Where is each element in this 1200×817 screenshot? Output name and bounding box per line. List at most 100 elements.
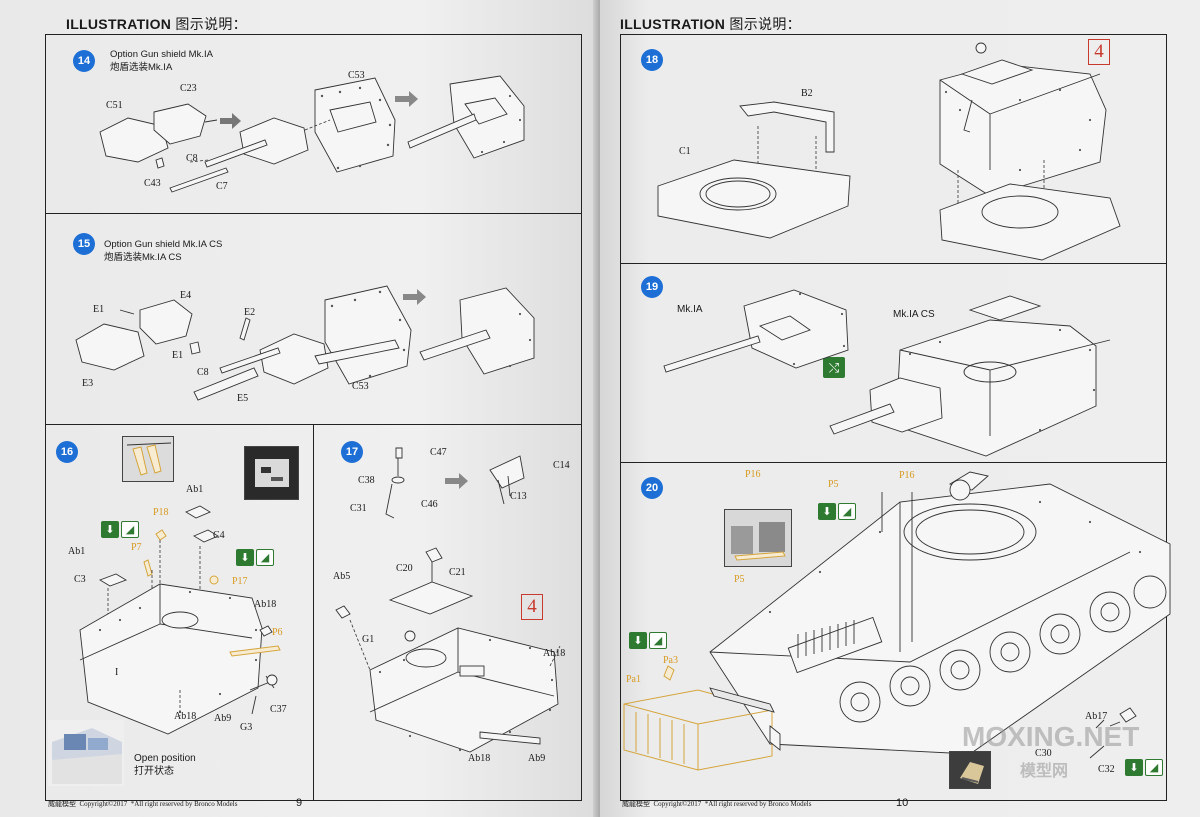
step19-drawing	[663, 289, 1111, 457]
c43-part	[155, 157, 165, 169]
c53-shield-plate	[314, 77, 396, 173]
label-c3: C3	[74, 574, 86, 585]
label-c21: C21	[449, 567, 466, 578]
tank-turret-ring	[903, 503, 1037, 561]
left-page-header: ILLUSTRATION 图示说明：	[66, 14, 247, 34]
label-ab5: Ab5	[333, 571, 351, 582]
open-position-photo	[48, 720, 124, 786]
label-c23: C23	[180, 83, 197, 94]
step-badge-16: 16	[56, 441, 78, 463]
label-c1: C1	[679, 146, 691, 157]
label-ab1-top: Ab1	[186, 484, 204, 495]
label-e5: E5	[237, 393, 249, 404]
label-c20: C20	[396, 563, 413, 574]
step15-caption: Option Gun shield Mk.IA CS 炮盾选装Mk.IA CS	[104, 238, 222, 264]
header-title-right: ILLUSTRATION	[620, 16, 726, 32]
label-g1: G1	[362, 634, 375, 645]
label-mk-ia-cs: Mk.IA CS	[893, 309, 935, 320]
label-c32: C32	[1098, 764, 1115, 775]
label-c46: C46	[421, 499, 438, 510]
c8-barrel-cs	[219, 347, 281, 374]
header-title-cn-right: 图示说明：	[729, 16, 801, 32]
step-badge-14: 14	[73, 50, 95, 72]
insert-arrow-icon: ⬇	[629, 632, 647, 649]
label-e2: E2	[244, 307, 256, 318]
label-p5: P5	[828, 479, 839, 490]
step14-drawing	[99, 75, 525, 193]
label-p7: P7	[131, 542, 142, 553]
label-c53-cs: C53	[352, 381, 369, 392]
label-c53: C53	[348, 70, 365, 81]
label-c7: C7	[216, 181, 228, 192]
e5-barrel	[193, 367, 259, 401]
label-p5-inset: P5	[734, 574, 745, 585]
insert-arrow-icon: ⬇	[1125, 759, 1143, 776]
process-arrow-icon-2	[395, 91, 418, 107]
page-number-right: 10	[896, 797, 909, 809]
cement-icon: ◢	[649, 632, 667, 649]
label-ab18-bottom: Ab18	[174, 711, 197, 722]
cement-icon: ◢	[256, 549, 274, 566]
c20-hatch-plate	[388, 581, 474, 615]
label-c31: C31	[350, 503, 367, 514]
open-position-en: Open position	[134, 753, 196, 764]
step20-drawing	[623, 471, 1171, 771]
page-number-left: 9	[296, 797, 303, 809]
c51-mantlet-part	[99, 117, 169, 163]
mk-ia-cs-turret	[895, 319, 1097, 457]
label-c4: C4	[213, 530, 225, 541]
divider-18-19	[620, 263, 1167, 264]
c23-part	[153, 103, 207, 145]
step16-glue-icons-right: ⬇ ◢	[236, 549, 274, 566]
step-badge-19: 19	[641, 276, 663, 298]
label-c13: C13	[510, 491, 527, 502]
label-g3: G3	[240, 722, 253, 733]
label-ab9-step17: Ab9	[528, 753, 546, 764]
step18-drawing	[657, 42, 1121, 261]
label-e1-bottom: E1	[172, 350, 184, 361]
label-e3: E3	[82, 378, 94, 389]
step-badge-20: 20	[641, 477, 663, 499]
e4-part	[139, 299, 193, 345]
right-page-header: ILLUSTRATION 图示说明：	[620, 14, 801, 34]
divider-14-15	[45, 213, 582, 214]
label-p6: P6	[272, 627, 283, 638]
step-badge-17: 17	[341, 441, 363, 463]
ab5-part	[335, 605, 351, 619]
step20-icons-left: ⬇ ◢	[629, 632, 667, 649]
header-title-cn: 图示说明：	[175, 16, 247, 32]
step20-icons-bottom: ⬇ ◢	[1125, 759, 1163, 776]
e2-part	[239, 317, 251, 341]
label-e4: E4	[180, 290, 192, 301]
label-p16-inset: P16	[745, 469, 761, 480]
cement-icon: ◢	[1145, 759, 1163, 776]
step16-glue-icons-left: ⬇ ◢	[101, 521, 139, 538]
step14-caption-en: Option Gun shield Mk.IA	[110, 49, 213, 60]
left-page: ILLUSTRATION 图示说明： 14 Option Gun shield …	[0, 0, 600, 817]
c47-part	[395, 447, 403, 459]
hull-top-plate	[79, 583, 263, 735]
label-pa3: Pa3	[663, 655, 678, 666]
label-c37: C37	[270, 704, 287, 715]
divider-19-20	[620, 462, 1167, 463]
mk-ia-cs-barrel	[829, 403, 895, 435]
label-e1-top: E1	[93, 304, 105, 315]
step-badge-18: 18	[641, 49, 663, 71]
label-p18: P18	[153, 507, 169, 518]
step20-icons-top: ⬇ ◢	[818, 503, 856, 520]
label-ab9: Ab9	[214, 713, 232, 724]
mantlet-cs-assembly	[259, 333, 329, 385]
step14-caption-cn: 炮盾选装Mk.IA	[110, 62, 173, 73]
right-page: ILLUSTRATION 图示说明： 18 4 B2 C1 19 Mk.IA M…	[600, 0, 1200, 817]
divider-16-17	[313, 424, 314, 801]
hatch-opening	[161, 611, 199, 629]
label-c43: C43	[144, 178, 161, 189]
pa1-photoetch-frame	[623, 689, 773, 771]
mantlet-assembly	[239, 117, 309, 165]
p7-photoetch	[143, 559, 153, 577]
ab1-part	[185, 505, 211, 519]
c14-part	[489, 455, 525, 489]
process-arrow-icon	[220, 113, 241, 129]
label-p16: P16	[899, 470, 915, 481]
mk-ia-barrel	[663, 335, 761, 373]
